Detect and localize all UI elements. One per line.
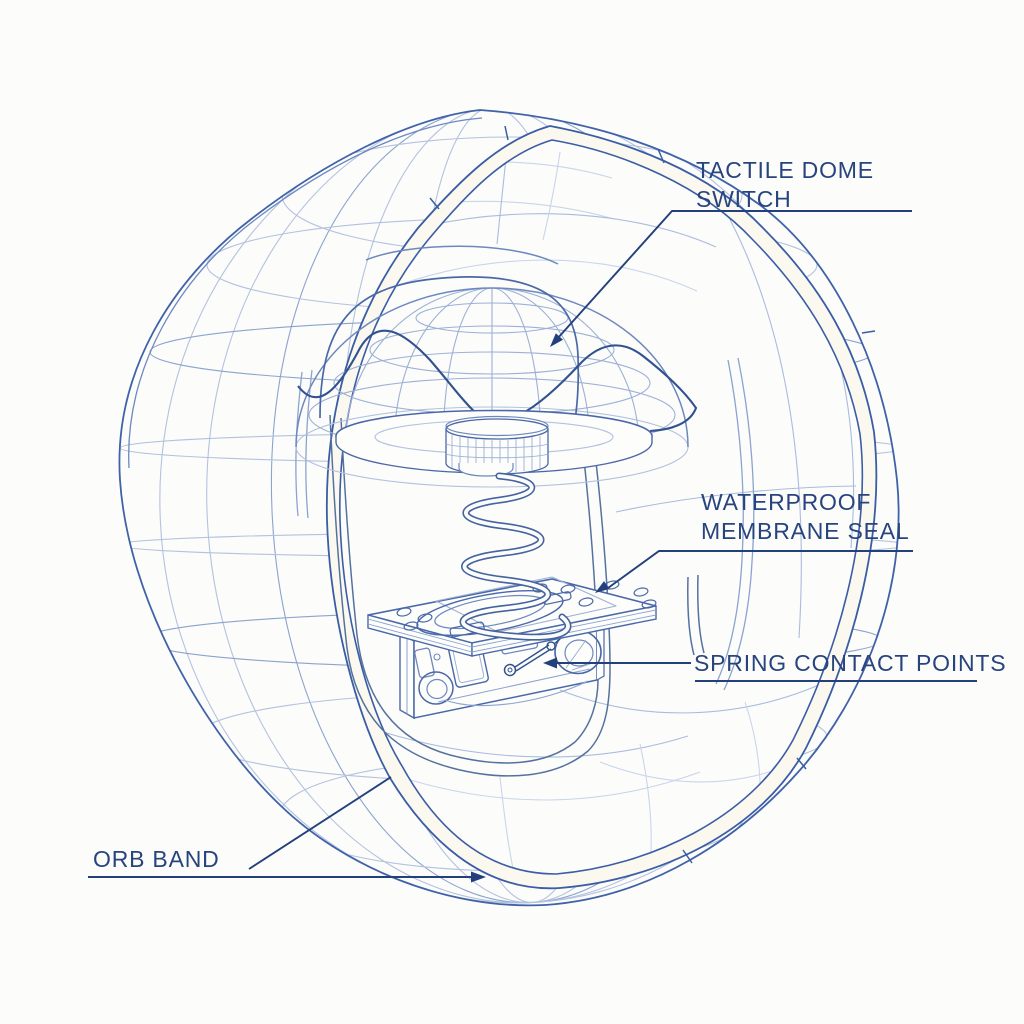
leader-tactile-dome-switch	[556, 210, 912, 340]
spring-coil	[459, 472, 572, 641]
label-line: ORB BAND	[93, 846, 220, 872]
button-hub	[445, 415, 549, 477]
arrow-waterproof	[595, 581, 610, 593]
leader-orb-band-diagonal	[248, 776, 392, 870]
tactile-dome-mesh	[295, 287, 689, 488]
arrow-spring	[543, 657, 557, 669]
label-line: SWITCH	[696, 186, 792, 212]
label-spring-contact-points: SPRING CONTACT POINTS	[694, 649, 1006, 678]
arrow-tactile	[550, 333, 563, 347]
upper-shell-cut-edge	[319, 245, 580, 429]
dome-silhouette	[295, 287, 689, 448]
arrow-orb-band	[471, 871, 486, 883]
plate-holes	[396, 580, 657, 631]
leader-waterproof-membrane-seal	[607, 550, 913, 589]
label-orb-band: ORB BAND	[93, 845, 220, 874]
label-tactile-dome-switch: TACTILE DOME SWITCH	[696, 156, 874, 214]
shell-inner-edge	[128, 117, 483, 469]
plate-inner-outline	[435, 576, 617, 633]
label-line: MEMBRANE SEAL	[701, 518, 910, 544]
band-segment-ticks	[429, 125, 876, 864]
label-line: SPRING CONTACT POINTS	[694, 650, 1007, 676]
hub-knurling	[445, 435, 549, 473]
label-waterproof-membrane-seal: WATERPROOF MEMBRANE SEAL	[701, 488, 910, 546]
leader-arrowheads	[471, 333, 610, 883]
sphere-silhouette	[118, 109, 900, 907]
label-line: TACTILE DOME	[696, 157, 874, 183]
panel-trace	[444, 680, 589, 707]
callout-leaders	[88, 210, 977, 878]
label-line: WATERPROOF	[701, 489, 872, 515]
orb-band-ring	[325, 125, 878, 890]
